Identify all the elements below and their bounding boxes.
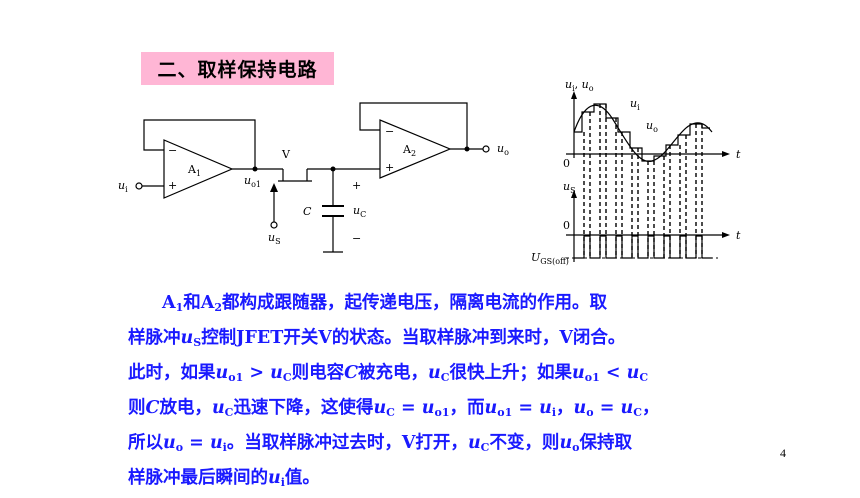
- sampling-pulses: [574, 235, 712, 259]
- page-number: 4: [780, 446, 786, 460]
- a2-feedback-wire: [359, 102, 468, 149]
- input-terminal: [135, 182, 143, 190]
- output-terminal: [482, 145, 490, 153]
- waveform-diagram: ui, uo ui uo 0 t uS 0 t UGS(off): [531, 78, 741, 266]
- a1-plus-sign: +: [168, 179, 177, 192]
- a2-plus-sign: +: [385, 161, 394, 174]
- description-line-1: A1和A2都构成跟随器，起传递电压，隔离电流的作用。取: [162, 293, 607, 314]
- lower-t-arrow: [722, 232, 730, 238]
- description-line-5: 所以uo = ui。当取样脉冲过去时，V打开，uC不变，则uo保持取: [128, 433, 633, 454]
- junction-a1: [252, 166, 258, 172]
- opamp-a1: [163, 139, 234, 199]
- cap-minus-sign: −: [352, 232, 361, 245]
- uc-label: uC: [353, 204, 366, 219]
- description-line-4: 则C放电，uC迅速下降，这使得uC = uo1，而uo1 = ui，uo = u…: [128, 398, 660, 419]
- a2-label: A2: [402, 143, 416, 158]
- description-text: A1和A2都构成跟随器，起传递电压，隔离电流的作用。取 样脉冲uS控制JFET开…: [128, 288, 748, 498]
- output-label: uo: [497, 142, 509, 157]
- cap-plus-sign: +: [352, 179, 361, 192]
- lower-t-label: t: [736, 229, 741, 242]
- upper-y-arrow: [571, 91, 577, 99]
- a1-label: A1: [187, 163, 201, 178]
- ui-curve-label: ui: [630, 97, 640, 112]
- junction-cap: [330, 166, 336, 172]
- circuit-diagram: − + A1 − + A2 ui uo1 V uS C + − uC uo: [118, 102, 509, 253]
- a1-minus-sign: −: [168, 144, 177, 157]
- opamp-a2: [379, 119, 452, 179]
- gate-terminal: [270, 221, 278, 229]
- section-title-box: 二、取样保持电路: [141, 52, 334, 85]
- a1-feedback-wire: [143, 119, 256, 169]
- upper-t-arrow: [722, 151, 730, 157]
- junction-a2: [464, 146, 470, 152]
- description-line-2: 样脉冲uS控制JFET开关V的状态。当取样脉冲到来时，V闭合。: [128, 328, 626, 349]
- upper-origin-label: 0: [563, 157, 570, 170]
- sample-dashed-lines: [583, 104, 703, 258]
- uo-curve-label: uo: [646, 119, 658, 134]
- jfet-gate-arrow: [270, 183, 278, 192]
- description-line-3: 此时，如果uo1 > uC则电容C被充电，uC很快上升；如果uo1 < uC: [128, 363, 649, 384]
- sample-label: uS: [268, 231, 281, 246]
- upper-y-axis-label: ui, uo: [565, 78, 594, 93]
- uo-staircase: [574, 103, 710, 162]
- lower-y-arrow: [571, 190, 577, 198]
- description-line-6: 样脉冲最后瞬间的ui值。: [128, 468, 320, 489]
- ugs-off-label: UGS(off): [531, 251, 569, 266]
- section-title: 二、取样保持电路: [157, 59, 318, 81]
- us-axis-label: uS: [563, 180, 576, 195]
- uo1-label: uo1: [244, 174, 261, 189]
- capacitor-label: C: [303, 205, 312, 218]
- ui-curve: [573, 104, 713, 162]
- a2-minus-sign: −: [385, 125, 394, 138]
- upper-t-label: t: [736, 148, 741, 161]
- lower-origin-label: 0: [563, 219, 570, 232]
- input-label: ui: [118, 179, 128, 194]
- switch-label: V: [281, 148, 291, 161]
